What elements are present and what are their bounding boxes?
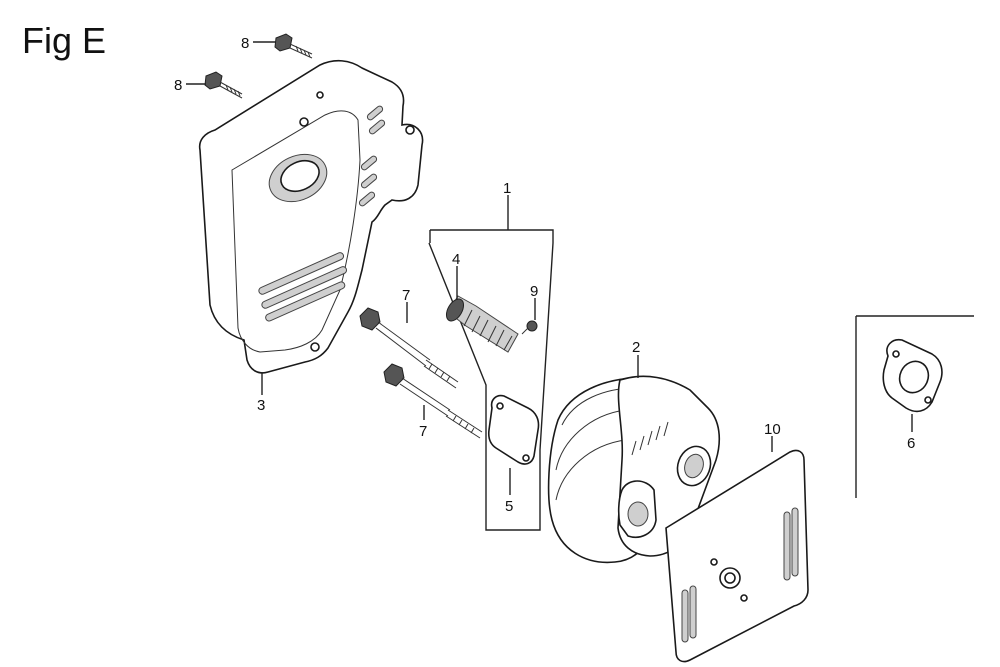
callout-7-upper: 7 (402, 287, 410, 304)
callout-10: 10 (764, 421, 781, 438)
leader-lines (186, 41, 276, 395)
callout-5: 5 (505, 498, 513, 515)
heat-shield-gasket (665, 436, 809, 663)
callout-7-lower: 7 (419, 423, 427, 440)
callout-9: 9 (530, 283, 538, 300)
long-stud-bolt-lower (383, 363, 483, 439)
flange-bolt-upper (274, 33, 313, 59)
arrester-cover-plate (487, 394, 540, 495)
muffler-protector (198, 59, 424, 374)
callout-8-upper: 8 (241, 35, 249, 52)
muffler-gasket-detail (855, 315, 974, 498)
callout-2: 2 (632, 339, 640, 356)
callout-4: 4 (452, 251, 460, 268)
callout-3: 3 (257, 397, 265, 414)
callout-8-lower: 8 (174, 77, 182, 94)
spark-arrester-screen (445, 266, 519, 353)
long-stud-bolt-upper (359, 302, 459, 389)
flange-bolt-lower (204, 71, 243, 99)
screw (521, 298, 538, 335)
assembly-bracket (428, 195, 554, 531)
callout-6: 6 (907, 435, 915, 452)
figure-title: Fig E (22, 20, 107, 61)
callout-1: 1 (503, 180, 511, 197)
